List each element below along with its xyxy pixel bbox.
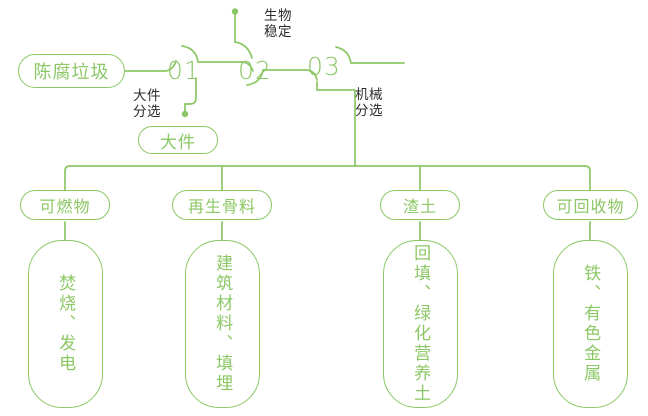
destination-box-3[interactable]: 铁、有色金属: [553, 240, 628, 408]
output-pill-1-label: 再生骨料: [187, 199, 256, 216]
stage-03-process-label: 机械 分选: [355, 87, 383, 119]
wire-02-left-arc: [240, 61, 254, 72]
output-pill-2-label: 渣土: [402, 199, 437, 216]
destination-box-2[interactable]: 回填、绿化营养土: [383, 240, 458, 408]
wire-03-to-bus-drop: [316, 81, 356, 167]
destination-box-0-text: 焚烧、发电: [56, 274, 76, 374]
stage-03-process-line1: 机械: [355, 87, 383, 102]
destination-box-3-text: 铁、有色金属: [581, 264, 601, 384]
source-node-label: 陈腐垃圾: [33, 62, 110, 82]
source-node[interactable]: 陈腐垃圾: [18, 54, 125, 88]
output-pill-0[interactable]: 可燃物: [20, 190, 110, 220]
stage-number-03-label: 03: [307, 52, 341, 81]
output-pill-1[interactable]: 再生骨料: [172, 190, 272, 220]
stage-02-process-line1: 生物: [264, 8, 292, 23]
wire-03-top-arc: [335, 46, 352, 64]
destination-box-1[interactable]: 建筑材料、填埋: [185, 240, 260, 408]
wire-02-bottom-arc: [246, 69, 264, 86]
destination-box-1-text: 建筑材料、填埋: [213, 254, 233, 394]
stage-number-01-label: 01: [167, 56, 201, 85]
output-pill-2[interactable]: 渣土: [380, 190, 460, 220]
wire-01-top-arc: [181, 45, 199, 63]
output-pill-0-label: 可燃物: [39, 199, 91, 216]
stage-02-process-line2: 稳定: [264, 24, 292, 39]
biostable-endpoint-dot: [231, 8, 239, 15]
destination-box-0[interactable]: 焚烧、发电: [28, 240, 103, 408]
stage-01-process-line2: 分选: [133, 104, 161, 119]
bulky-output-node[interactable]: 大件: [138, 126, 218, 154]
bus-right-end: [584, 165, 591, 191]
stage-03-process-line2: 分选: [355, 103, 383, 118]
output-pill-3-label: 可回收物: [556, 199, 625, 216]
wire-01-to-bulky-corner: [184, 77, 197, 105]
output-pill-3[interactable]: 可回收物: [543, 190, 638, 220]
stage-number-03[interactable]: 03: [307, 54, 341, 79]
wire-02-top-arc: [234, 41, 253, 59]
bulky-output-label: 大件: [160, 132, 196, 152]
bus-left-end: [64, 165, 71, 191]
stage-number-02-label: 02: [238, 56, 272, 85]
stage-number-02[interactable]: 02: [238, 58, 272, 83]
bulky-endpoint-dot: [181, 110, 189, 118]
stage-01-process-label: 大件 分选: [133, 88, 161, 120]
destination-box-2-text: 回填、绿化营养土: [411, 244, 431, 404]
stage-01-process-line1: 大件: [133, 88, 161, 103]
wire-03-left-arc: [304, 69, 318, 81]
wire-01-left-arc: [163, 60, 177, 72]
stage-02-process-label: 生物 稳定: [264, 8, 292, 40]
stage-number-01[interactable]: 01: [167, 58, 201, 83]
